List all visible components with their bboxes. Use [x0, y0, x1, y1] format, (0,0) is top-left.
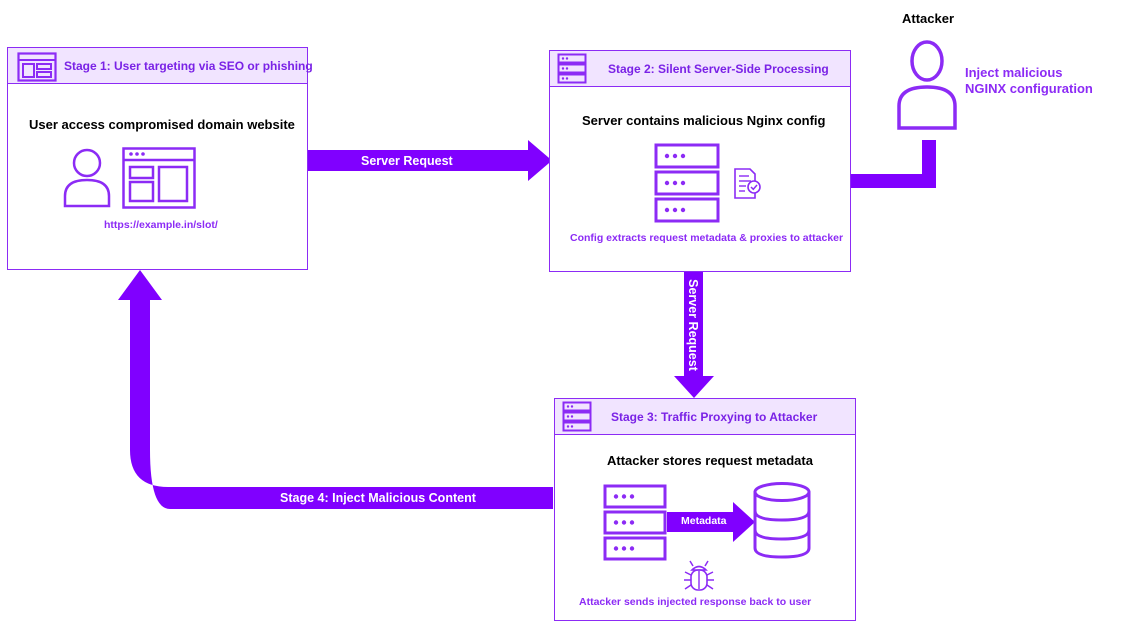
server-request-arrow-head	[528, 140, 552, 181]
server-icon	[603, 484, 667, 561]
attacker-icon	[897, 40, 957, 130]
vertical-arrow-body	[684, 266, 703, 378]
stage2-box: Stage 2: Silent Server-Side Processing S…	[549, 50, 851, 272]
stage1-box: Stage 1: User targeting via SEO or phish…	[7, 47, 313, 270]
website-icon	[122, 147, 196, 209]
server-rack-icon	[562, 401, 592, 432]
stage1-url[interactable]: https://example.in/slot/	[104, 219, 218, 231]
bug-icon	[684, 560, 714, 591]
stage3-caption: Attacker sends injected response back to…	[579, 596, 812, 608]
stage2-caption: Config extracts request metadata & proxi…	[570, 232, 844, 244]
server-rack-icon	[557, 53, 587, 84]
user-icon	[63, 148, 111, 208]
stage2-title: Stage 2: Silent Server-Side Processing	[608, 62, 829, 76]
stage2-header: Stage 2: Silent Server-Side Processing	[550, 51, 850, 87]
stage1-header: Stage 1: User targeting via SEO or phish…	[8, 48, 313, 84]
server-request-arrow-body	[272, 150, 530, 171]
metadata-label: Metadata	[681, 515, 727, 527]
database-icon	[753, 482, 811, 559]
inject-label-line2: NGINX configuration	[965, 81, 1093, 96]
browser-window-icon	[17, 52, 57, 82]
stage1-title: Stage 1: User targeting via SEO or phish…	[64, 59, 313, 73]
stage3-box: Stage 3: Traffic Proxying to Attacker At…	[554, 398, 856, 621]
stage4-arrow-body	[130, 300, 553, 509]
stage3-header: Stage 3: Traffic Proxying to Attacker	[555, 399, 855, 435]
stage4-label: Stage 4: Inject Malicious Content	[280, 491, 476, 505]
stage4-arrow-head	[118, 270, 162, 300]
server-icon	[654, 143, 720, 223]
inject-label-line1: Inject malicious	[965, 65, 1063, 80]
inject-label: Inject malicious NGINX configuration	[965, 65, 1093, 97]
attacker-label: Attacker	[902, 11, 955, 26]
vertical-arrow-head	[674, 376, 714, 398]
stage3-title: Stage 3: Traffic Proxying to Attacker	[611, 410, 818, 424]
config-file-icon	[734, 168, 761, 199]
stage1-heading: User access compromised domain website	[29, 117, 295, 132]
server-request-label: Server Request	[361, 154, 453, 168]
stage3-heading: Attacker stores request metadata	[607, 453, 813, 468]
metadata-arrow	[667, 502, 755, 542]
server-request-vertical-label: Server Request	[685, 279, 700, 371]
stage2-heading: Server contains malicious Nginx config	[582, 113, 826, 128]
